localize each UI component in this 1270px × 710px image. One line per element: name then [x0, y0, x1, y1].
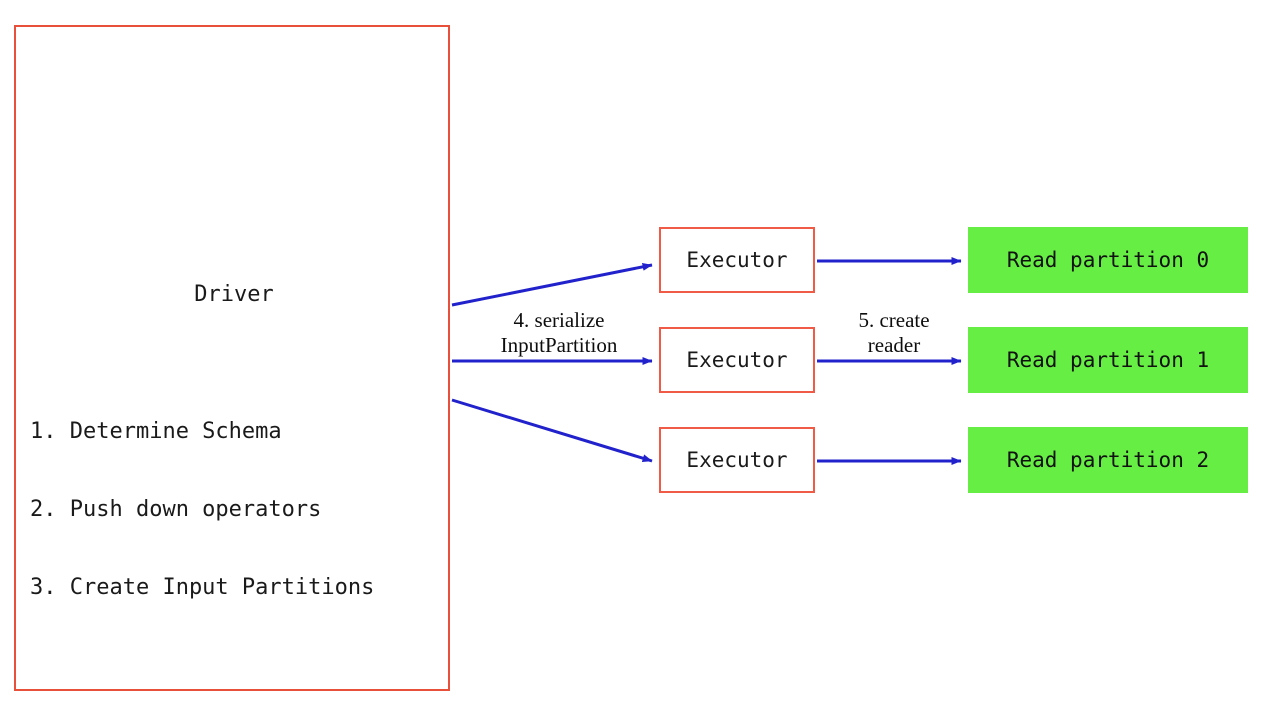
edge-label-serialize-line-1: 4. serialize	[513, 308, 605, 332]
driver-box: Driver 1. Determine Schema 2. Push down …	[14, 25, 450, 691]
driver-step-3: 3. Create Input Partitions	[30, 575, 375, 600]
arrow-driver-to-executor-0	[451, 262, 653, 307]
partition-box-1: Read partition 1	[968, 327, 1248, 393]
executor-box-1: Executor	[659, 327, 815, 393]
edge-label-serialize: 4. serialize InputPartition	[459, 308, 659, 358]
partition-box-2: Read partition 2	[968, 427, 1248, 493]
edge-label-create-reader-line-1: 5. create	[858, 308, 930, 332]
arrow-driver-to-executor-2	[451, 398, 653, 463]
partition-box-0: Read partition 0	[968, 227, 1248, 293]
driver-title: Driver	[194, 282, 274, 307]
driver-step-2: 2. Push down operators	[30, 497, 322, 522]
edge-label-create-reader-line-2: reader	[867, 333, 921, 357]
executor-box-0: Executor	[659, 227, 815, 293]
executor-box-2: Executor	[659, 427, 815, 493]
edge-label-serialize-line-2: InputPartition	[500, 333, 618, 357]
driver-steps-list: 1. Determine Schema 2. Push down operato…	[30, 367, 374, 653]
edge-label-create-reader: 5. create reader	[824, 308, 964, 358]
driver-step-1: 1. Determine Schema	[30, 419, 282, 444]
